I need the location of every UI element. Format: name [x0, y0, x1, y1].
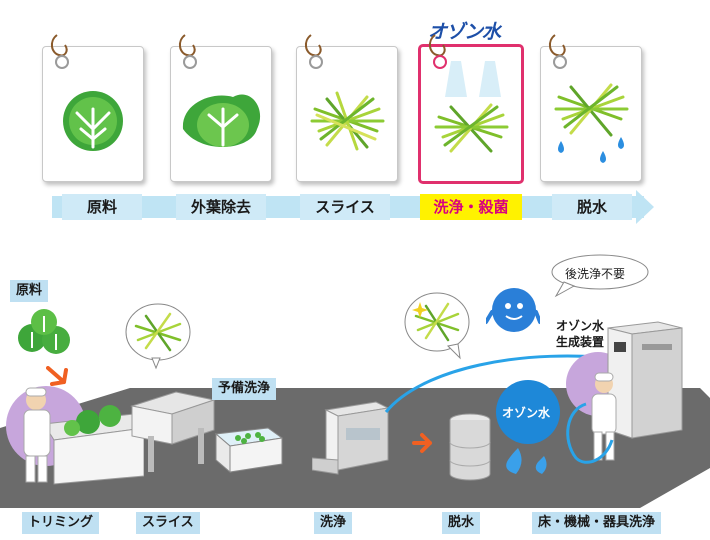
cabbage-open-icon — [182, 94, 261, 148]
speech-bubble-text: 後洗浄不要 — [565, 267, 626, 281]
step-label-outer-leaf: 外葉除去 — [176, 194, 266, 220]
flow-arrow-head-icon — [636, 190, 654, 224]
dewatering-drum — [449, 413, 491, 481]
ozone-spray-icon — [434, 61, 509, 153]
orange-arrow-icon — [46, 366, 68, 386]
tag-hole — [309, 55, 323, 69]
step-card-wash-sterilize — [418, 34, 524, 184]
step-card-dewater — [540, 34, 642, 182]
step-label-dewater: 脱水 — [552, 194, 632, 220]
tag-hole — [433, 55, 447, 69]
cabbage-pile-icon — [18, 309, 70, 354]
ozone-drop-label: オゾン水 — [501, 406, 550, 420]
label-slice: スライス — [136, 512, 200, 534]
step-label-raw: 原料 — [62, 194, 142, 220]
prewash-tub — [214, 427, 284, 474]
ozone-water-drop-icon — [496, 380, 560, 474]
step-label-wash-sterilize: 洗浄・殺菌 — [420, 194, 522, 220]
ozone-generator-unit — [607, 321, 683, 439]
shredded-bubble-icon — [125, 303, 191, 370]
label-wash: 洗浄 — [314, 512, 353, 534]
tag-hole — [553, 55, 567, 69]
step-card-outer-leaf — [170, 34, 272, 182]
slicer-machine — [130, 391, 216, 472]
water-drop-mascot-icon — [486, 288, 540, 332]
tag-hole — [55, 55, 69, 69]
step-card-slice — [296, 34, 398, 182]
shredded-cabbage-icon — [310, 91, 385, 151]
cabbage-icon — [63, 91, 123, 151]
tag-hole — [183, 55, 197, 69]
label-raw: 原料 — [10, 280, 49, 302]
orange-arrow-icon — [412, 433, 432, 453]
label-prewash: 予備洗浄 — [212, 378, 277, 400]
label-floor-wash: 床・機械・器具洗浄 — [532, 512, 662, 534]
shredded-bubble-icon — [404, 292, 470, 360]
step-label-slice: スライス — [300, 194, 390, 220]
label-trimming: トリミング — [22, 512, 100, 534]
trimming-station — [23, 387, 144, 485]
generator-label-line2: 生成装置 — [555, 335, 604, 349]
label-dewater: 脱水 — [442, 512, 481, 534]
ozone-water-title: オゾン水 — [428, 21, 501, 43]
generator-label: オゾン水 生成装置 — [540, 318, 604, 350]
speech-bubble — [551, 254, 649, 298]
hose-icon — [566, 402, 614, 464]
step-card-raw — [42, 34, 144, 182]
generator-label-line1: オゾン水 — [555, 319, 604, 333]
dewatering-icon — [554, 83, 629, 163]
washing-machine — [312, 401, 390, 475]
